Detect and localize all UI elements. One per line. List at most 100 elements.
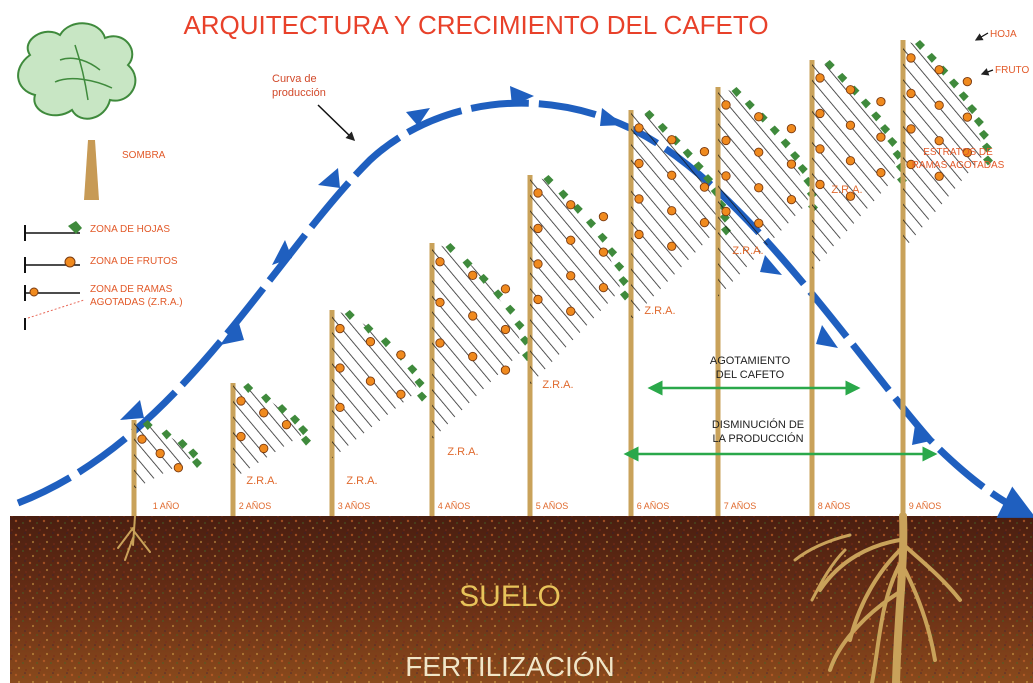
leaf xyxy=(277,404,288,415)
fruit xyxy=(699,217,710,228)
fruit xyxy=(500,365,511,375)
fruit xyxy=(533,188,543,198)
leaf xyxy=(978,129,989,140)
fruit xyxy=(815,144,825,154)
year-label: 6 AÑOS xyxy=(637,501,670,511)
leaf xyxy=(657,122,668,133)
fruit xyxy=(962,147,973,158)
fruit xyxy=(906,124,916,134)
branch-zone xyxy=(718,87,808,297)
shade-label: SOMBRA xyxy=(122,150,166,161)
fruit xyxy=(598,282,609,293)
fruit xyxy=(699,182,710,192)
leaf xyxy=(558,189,569,200)
fruit xyxy=(906,53,916,63)
fruit xyxy=(845,156,856,166)
exhaustion-label-2: DEL CAFETO xyxy=(716,369,785,381)
leaf xyxy=(261,393,272,404)
fruit xyxy=(566,271,576,281)
fruit xyxy=(634,123,644,133)
leaf xyxy=(243,383,254,393)
leaf xyxy=(769,125,780,136)
legend-leaves: ZONA DE HOJAS xyxy=(24,221,170,241)
fruit xyxy=(335,402,345,413)
leaf xyxy=(597,232,608,243)
zra-label: Z.R.A. xyxy=(346,475,377,487)
year-label: 4 AÑOS xyxy=(438,501,471,511)
leaf xyxy=(445,243,456,253)
fruit xyxy=(566,306,576,316)
leaf xyxy=(177,439,188,450)
fruit xyxy=(721,135,731,146)
fruit xyxy=(786,194,797,205)
plant-stem xyxy=(715,87,721,516)
fruit xyxy=(236,396,246,406)
fruit xyxy=(934,65,944,75)
fruit xyxy=(786,123,797,134)
leaf xyxy=(915,40,925,50)
legend-zra-label-1: ZONA DE RAMAS xyxy=(90,284,173,295)
year-label: 2 AÑOS xyxy=(239,501,272,511)
fruit xyxy=(667,206,677,216)
fruit xyxy=(335,323,345,334)
fruit xyxy=(335,363,345,373)
fruit xyxy=(533,259,543,269)
leaf-callout: HOJA xyxy=(990,29,1017,40)
plant-stem xyxy=(900,40,906,516)
fruit xyxy=(754,147,764,157)
exhaustion-arrow: AGOTAMIENTO DEL CAFETO xyxy=(647,355,861,396)
leaf xyxy=(682,148,693,159)
fruit xyxy=(435,257,445,267)
fruit xyxy=(396,350,406,360)
fruit xyxy=(845,120,856,130)
leaf xyxy=(790,151,801,162)
curve-arrowheads xyxy=(120,86,935,445)
leaf xyxy=(614,261,625,272)
legend-fruits: ZONA DE FRUTOS xyxy=(24,256,178,273)
fruit xyxy=(754,112,764,122)
leaf xyxy=(417,391,427,402)
hoja-fruto-callouts: HOJA FRUTO ESTRATOS DE RAMAS AGOTADAS xyxy=(912,29,1030,171)
fruit xyxy=(699,146,710,157)
zra-label: Z.R.A. xyxy=(447,446,478,458)
leaf xyxy=(731,87,742,97)
curve-label-2: producción xyxy=(272,87,326,99)
fruit xyxy=(934,136,944,146)
year-label: 9 AÑOS xyxy=(909,501,942,511)
leaf xyxy=(620,290,630,301)
branch-zone xyxy=(233,383,301,479)
fruit xyxy=(137,434,147,444)
leaf xyxy=(607,247,618,258)
fruit xyxy=(876,96,886,107)
leaf xyxy=(824,60,835,70)
fruit xyxy=(468,270,478,280)
leaf xyxy=(887,137,898,147)
leaf xyxy=(958,91,969,102)
leaf xyxy=(188,448,199,459)
fruit xyxy=(634,229,644,240)
fruit xyxy=(815,108,825,119)
leaf xyxy=(344,310,355,320)
legend-zra: ZONA DE RAMAS AGOTADAS (Z.R.A.) xyxy=(24,284,183,330)
fruit xyxy=(634,194,644,204)
branch-zone xyxy=(530,175,620,385)
fruit xyxy=(365,337,376,347)
branch-zone xyxy=(812,60,897,270)
year-label: 3 AÑOS xyxy=(338,501,371,511)
soil-label: SUELO xyxy=(459,580,561,613)
fruit xyxy=(155,448,165,459)
fruit xyxy=(634,158,644,169)
zra-label: Z.R.A. xyxy=(246,475,277,487)
leaf xyxy=(478,273,489,284)
exhaustion-label-1: AGOTAMIENTO xyxy=(710,355,791,367)
leaf xyxy=(161,429,172,440)
fruit xyxy=(667,135,677,145)
leaf xyxy=(192,458,202,469)
zra-label: Z.R.A. xyxy=(644,305,675,317)
fruit xyxy=(845,85,856,95)
leaf xyxy=(860,98,871,109)
decline-label-1: DISMINUCIÓN DE xyxy=(712,418,804,431)
